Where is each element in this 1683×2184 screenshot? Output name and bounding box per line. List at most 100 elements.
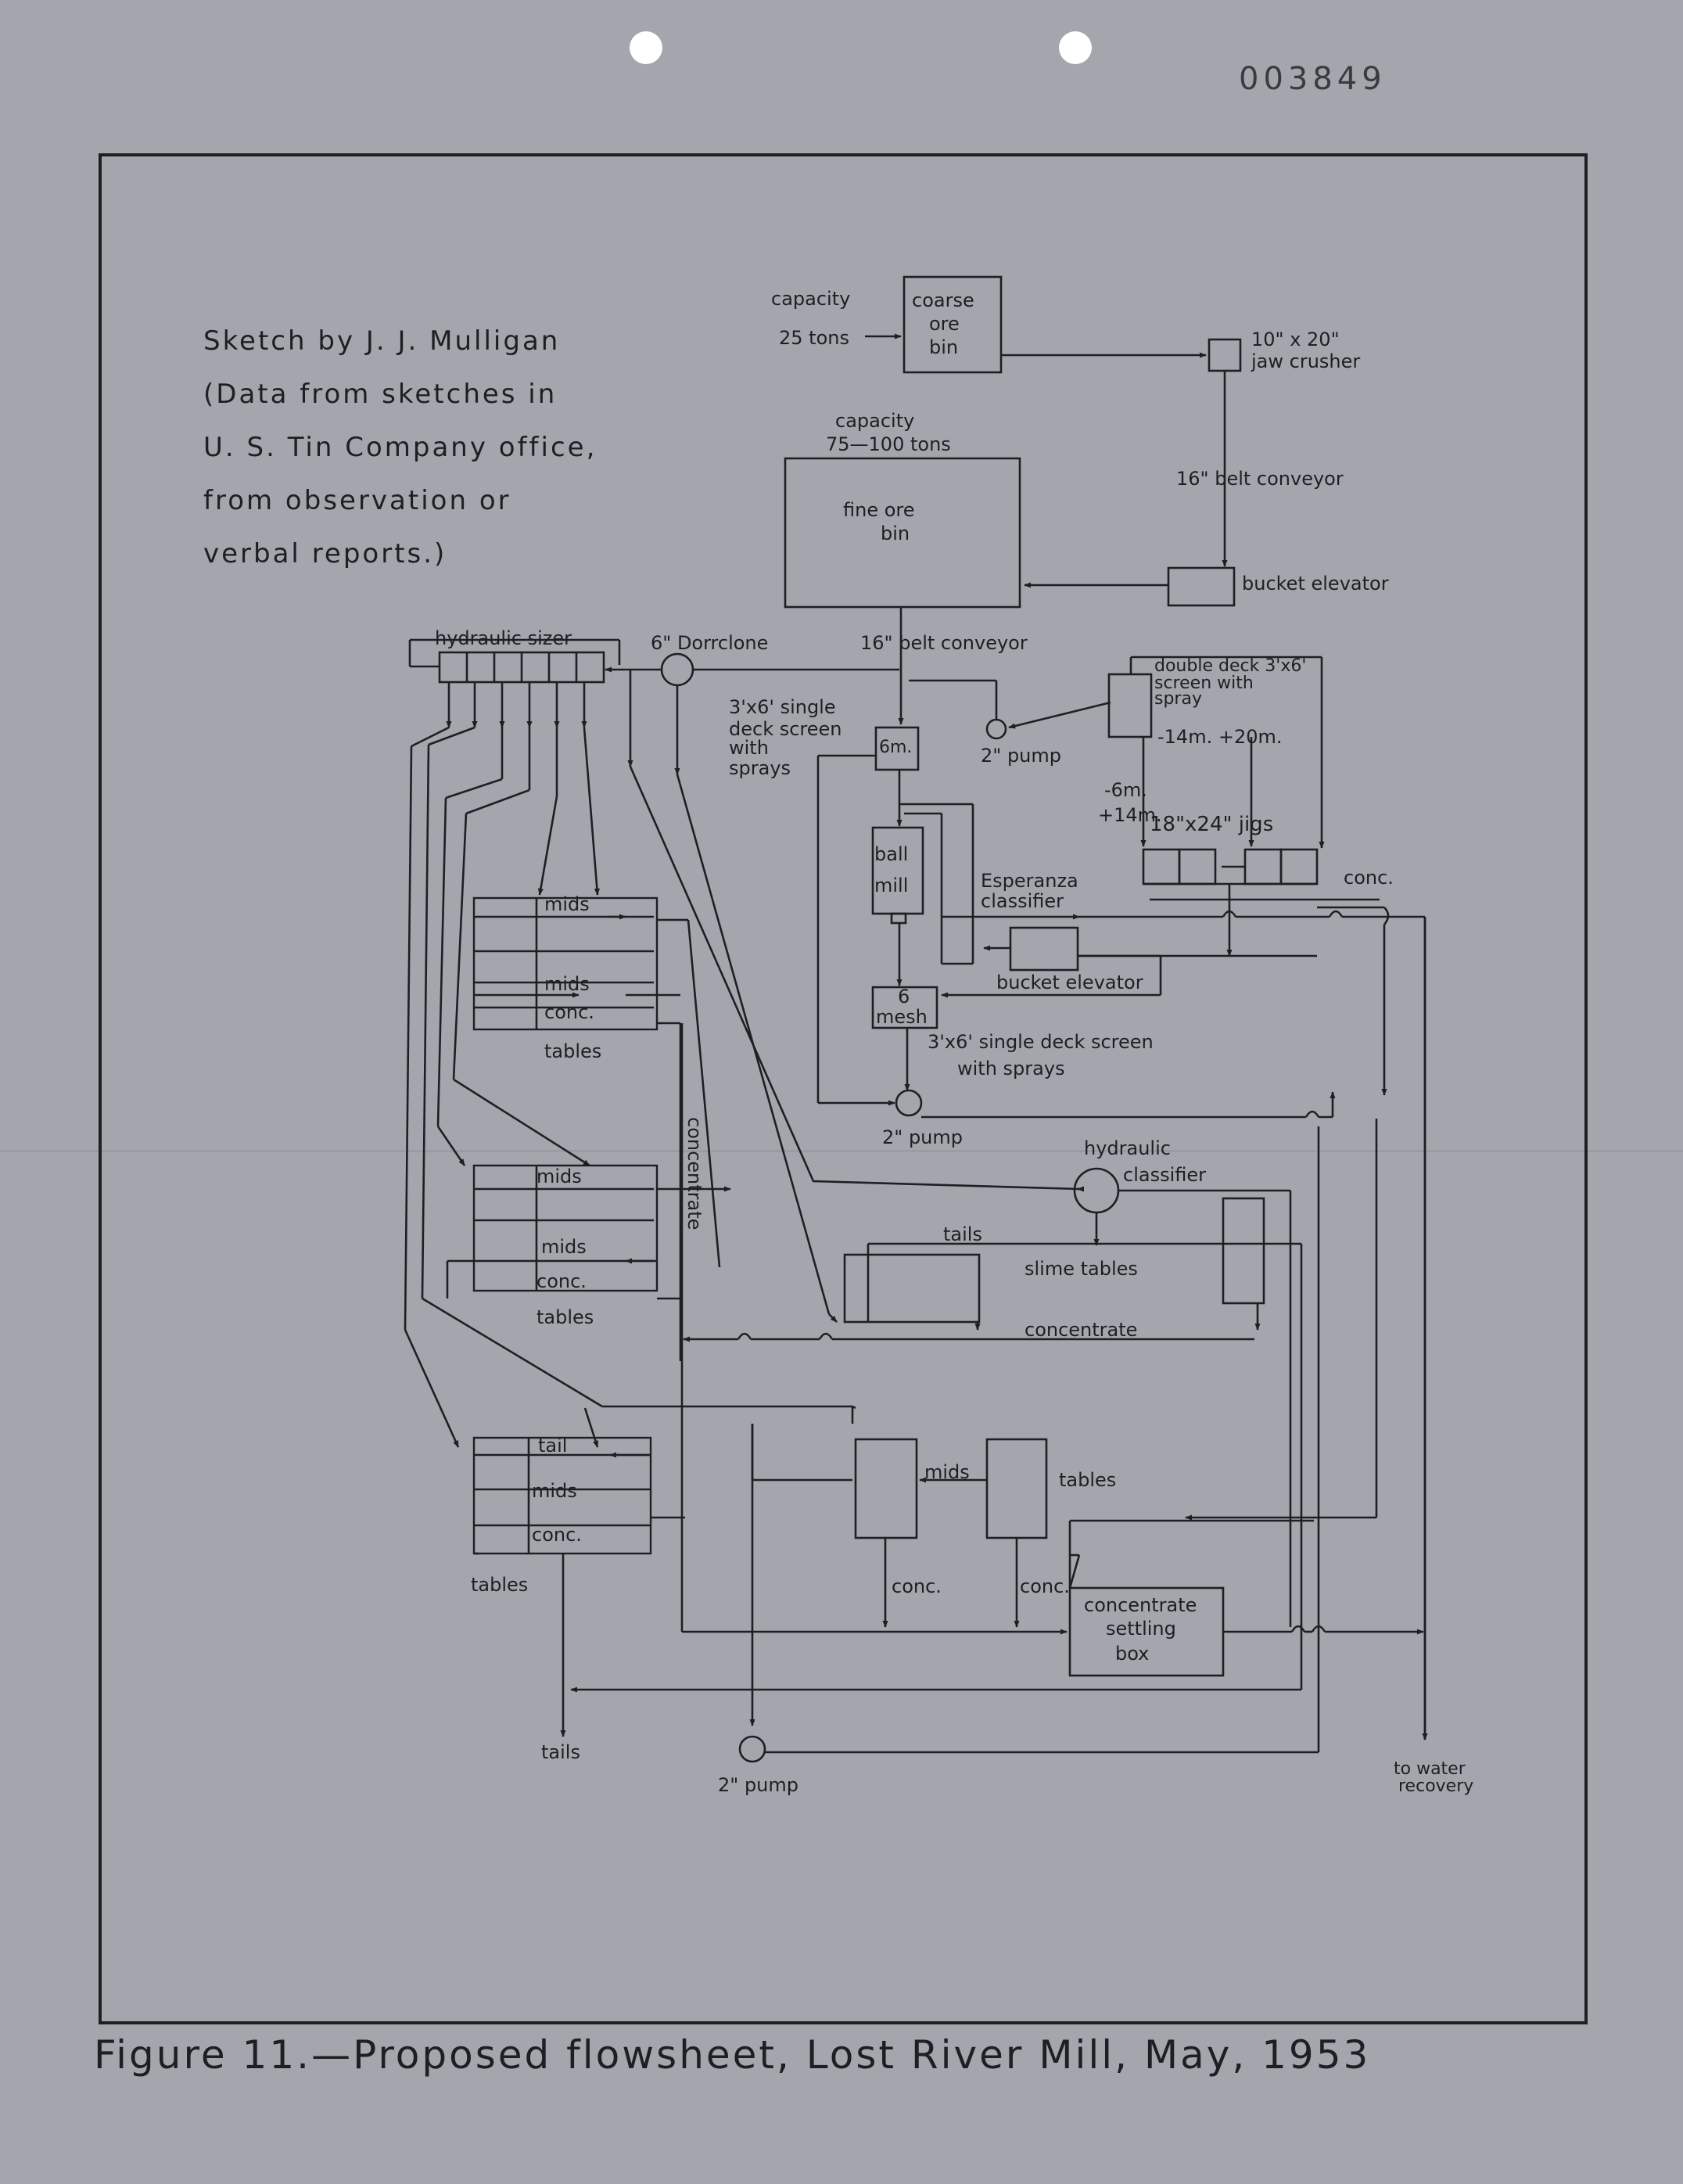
coarse-ore-bin [903, 275, 1003, 374]
credit-line-3: U. S. Tin Company office, [203, 432, 597, 463]
dorrclone [660, 652, 694, 687]
fine-bin-tons-label: 75—100 tons [826, 433, 951, 455]
double-deck-label-3: spray [1154, 689, 1202, 709]
slime-tables [843, 1253, 981, 1324]
coarse-bin-label-2: ore [929, 313, 960, 335]
coarse-bin-label-3: bin [929, 336, 958, 358]
coarse-bin-capacity-label: capacity [771, 288, 850, 310]
jig-sizes-label-1: -6m. [1104, 779, 1147, 801]
jig-2 [1178, 848, 1217, 885]
table1-name: tables [544, 1040, 601, 1062]
screen-6-mesh [871, 986, 938, 1029]
coarse-bin-label-1: coarse [912, 289, 974, 311]
table3-tail: tail [538, 1435, 567, 1457]
hydraulic-classifier [1073, 1167, 1120, 1214]
tails-label: tails [943, 1223, 982, 1245]
table1-conc: conc. [544, 1001, 594, 1023]
slime-tables-label: slime tables [1025, 1258, 1138, 1280]
fine-bin-label-2: bin [881, 523, 910, 544]
pump-bottom-label: 2" pump [718, 1774, 798, 1796]
punch-hole-right [1059, 31, 1092, 64]
ball-mill [871, 826, 924, 915]
hydraulic-classifier-label-1: hydraulic [1084, 1137, 1171, 1159]
pump-bottom [738, 1735, 766, 1763]
conc-right-label: conc. [1344, 867, 1394, 889]
concentrate-vertical-label: concentrate [684, 1117, 705, 1230]
bucket-elevator-1 [1167, 566, 1236, 607]
jaw-crusher-label-2: jaw crusher [1251, 350, 1360, 372]
punch-hole-left [630, 31, 662, 64]
credit-line-1: Sketch by J. J. Mulligan [203, 325, 561, 357]
bucket-elevator-1-label: bucket elevator [1242, 573, 1389, 594]
screen-6m-box [874, 726, 920, 771]
esperanza-label-2: classifier [981, 890, 1064, 912]
table2-name: tables [536, 1306, 594, 1328]
jig-3 [1243, 848, 1283, 885]
tables-right-name: tables [1059, 1469, 1116, 1491]
table2-mids1: mids [536, 1166, 582, 1187]
table2-mids2: mids [541, 1236, 587, 1258]
single-deck-1-label-1: 3'x6' single [729, 696, 836, 718]
settling-box-label-1: concentrate [1084, 1594, 1197, 1616]
fine-bin-capacity-label: capacity [835, 410, 914, 432]
ball-mill-label-2: mill [874, 875, 908, 896]
screen-sizes-label: -14m. +20m. [1157, 726, 1283, 748]
figure-caption: Figure 11.—Proposed flowsheet, Lost Rive… [94, 2032, 1371, 2078]
tables-right-conc1: conc. [892, 1575, 942, 1597]
single-deck-1-label-3: with [729, 737, 769, 759]
drawing-frame [99, 153, 1588, 2024]
mesh-6-label-1: 6 [898, 986, 910, 1008]
table3-conc: conc. [532, 1524, 582, 1546]
fine-ore-bin [784, 457, 1021, 609]
credit-line-5: verbal reports.) [203, 538, 447, 569]
tables-right-mids: mids [924, 1461, 970, 1483]
document-id: 003849 [1239, 61, 1387, 97]
page-fold [0, 1150, 1683, 1152]
table3-mids: mids [532, 1480, 577, 1502]
table2-conc: conc. [536, 1270, 587, 1292]
double-deck-screen [1107, 673, 1153, 738]
mesh-6-label-2: mesh [876, 1006, 928, 1028]
bucket-elevator-2-label: bucket elevator [996, 972, 1143, 993]
pump-top-label: 2" pump [981, 745, 1061, 767]
table-right-1 [854, 1438, 918, 1539]
water-recovery-label-1: to water [1394, 1759, 1466, 1779]
jigs-label: 18"x24" jigs [1150, 813, 1273, 836]
settling-box-label-3: box [1115, 1643, 1149, 1665]
table-set-2 [472, 1164, 658, 1292]
screen-6m-label: 6m. [879, 738, 912, 757]
single-deck-1-label-2: deck screen [729, 718, 842, 740]
settling-box-label-2: settling [1106, 1618, 1176, 1640]
sketch-credit: Sketch by J. J. Mulligan (Data from sket… [203, 314, 597, 580]
jig-1 [1142, 848, 1181, 885]
jig-sizes-label-2: +14m. [1098, 804, 1162, 826]
ball-mill-label-1: ball [874, 843, 908, 865]
bucket-elevator-2 [1009, 926, 1079, 972]
water-recovery-label-2: recovery [1398, 1776, 1473, 1796]
hydraulic-sizer-label: hydraulic sizer [435, 627, 572, 649]
concentrate-label: concentrate [1025, 1319, 1137, 1341]
table1-mids1: mids [544, 893, 590, 915]
table-set-1 [472, 896, 658, 1031]
esperanza-label-1: Esperanza [981, 870, 1078, 892]
double-deck-to-pump [1008, 701, 1111, 729]
table3-name: tables [471, 1574, 528, 1596]
pump-top [985, 718, 1007, 740]
jaw-crusher-label-1: 10" x 20" [1251, 329, 1340, 350]
hydraulic-classifier-label-2: classifier [1123, 1164, 1206, 1186]
coarse-bin-tons-label: 25 tons [779, 327, 849, 349]
credit-line-2: (Data from sketches in [203, 379, 558, 410]
single-deck-2-label-1: 3'x6' single deck screen [928, 1031, 1154, 1053]
single-deck-2-label-2: with sprays [957, 1058, 1065, 1079]
jaw-crusher [1208, 338, 1242, 372]
table-right-2 [985, 1438, 1048, 1539]
conveyor-2-label: 16" belt conveyor [860, 632, 1028, 654]
single-deck-1-label-4: sprays [729, 757, 791, 779]
credit-line-4: from observation or [203, 485, 511, 516]
conveyor-1-label: 16" belt conveyor [1176, 468, 1344, 490]
dorrclone-label: 6" Dorrclone [651, 632, 768, 654]
table1-mids2: mids [544, 973, 590, 995]
jig-4 [1279, 848, 1319, 885]
pump-mid [895, 1089, 923, 1117]
